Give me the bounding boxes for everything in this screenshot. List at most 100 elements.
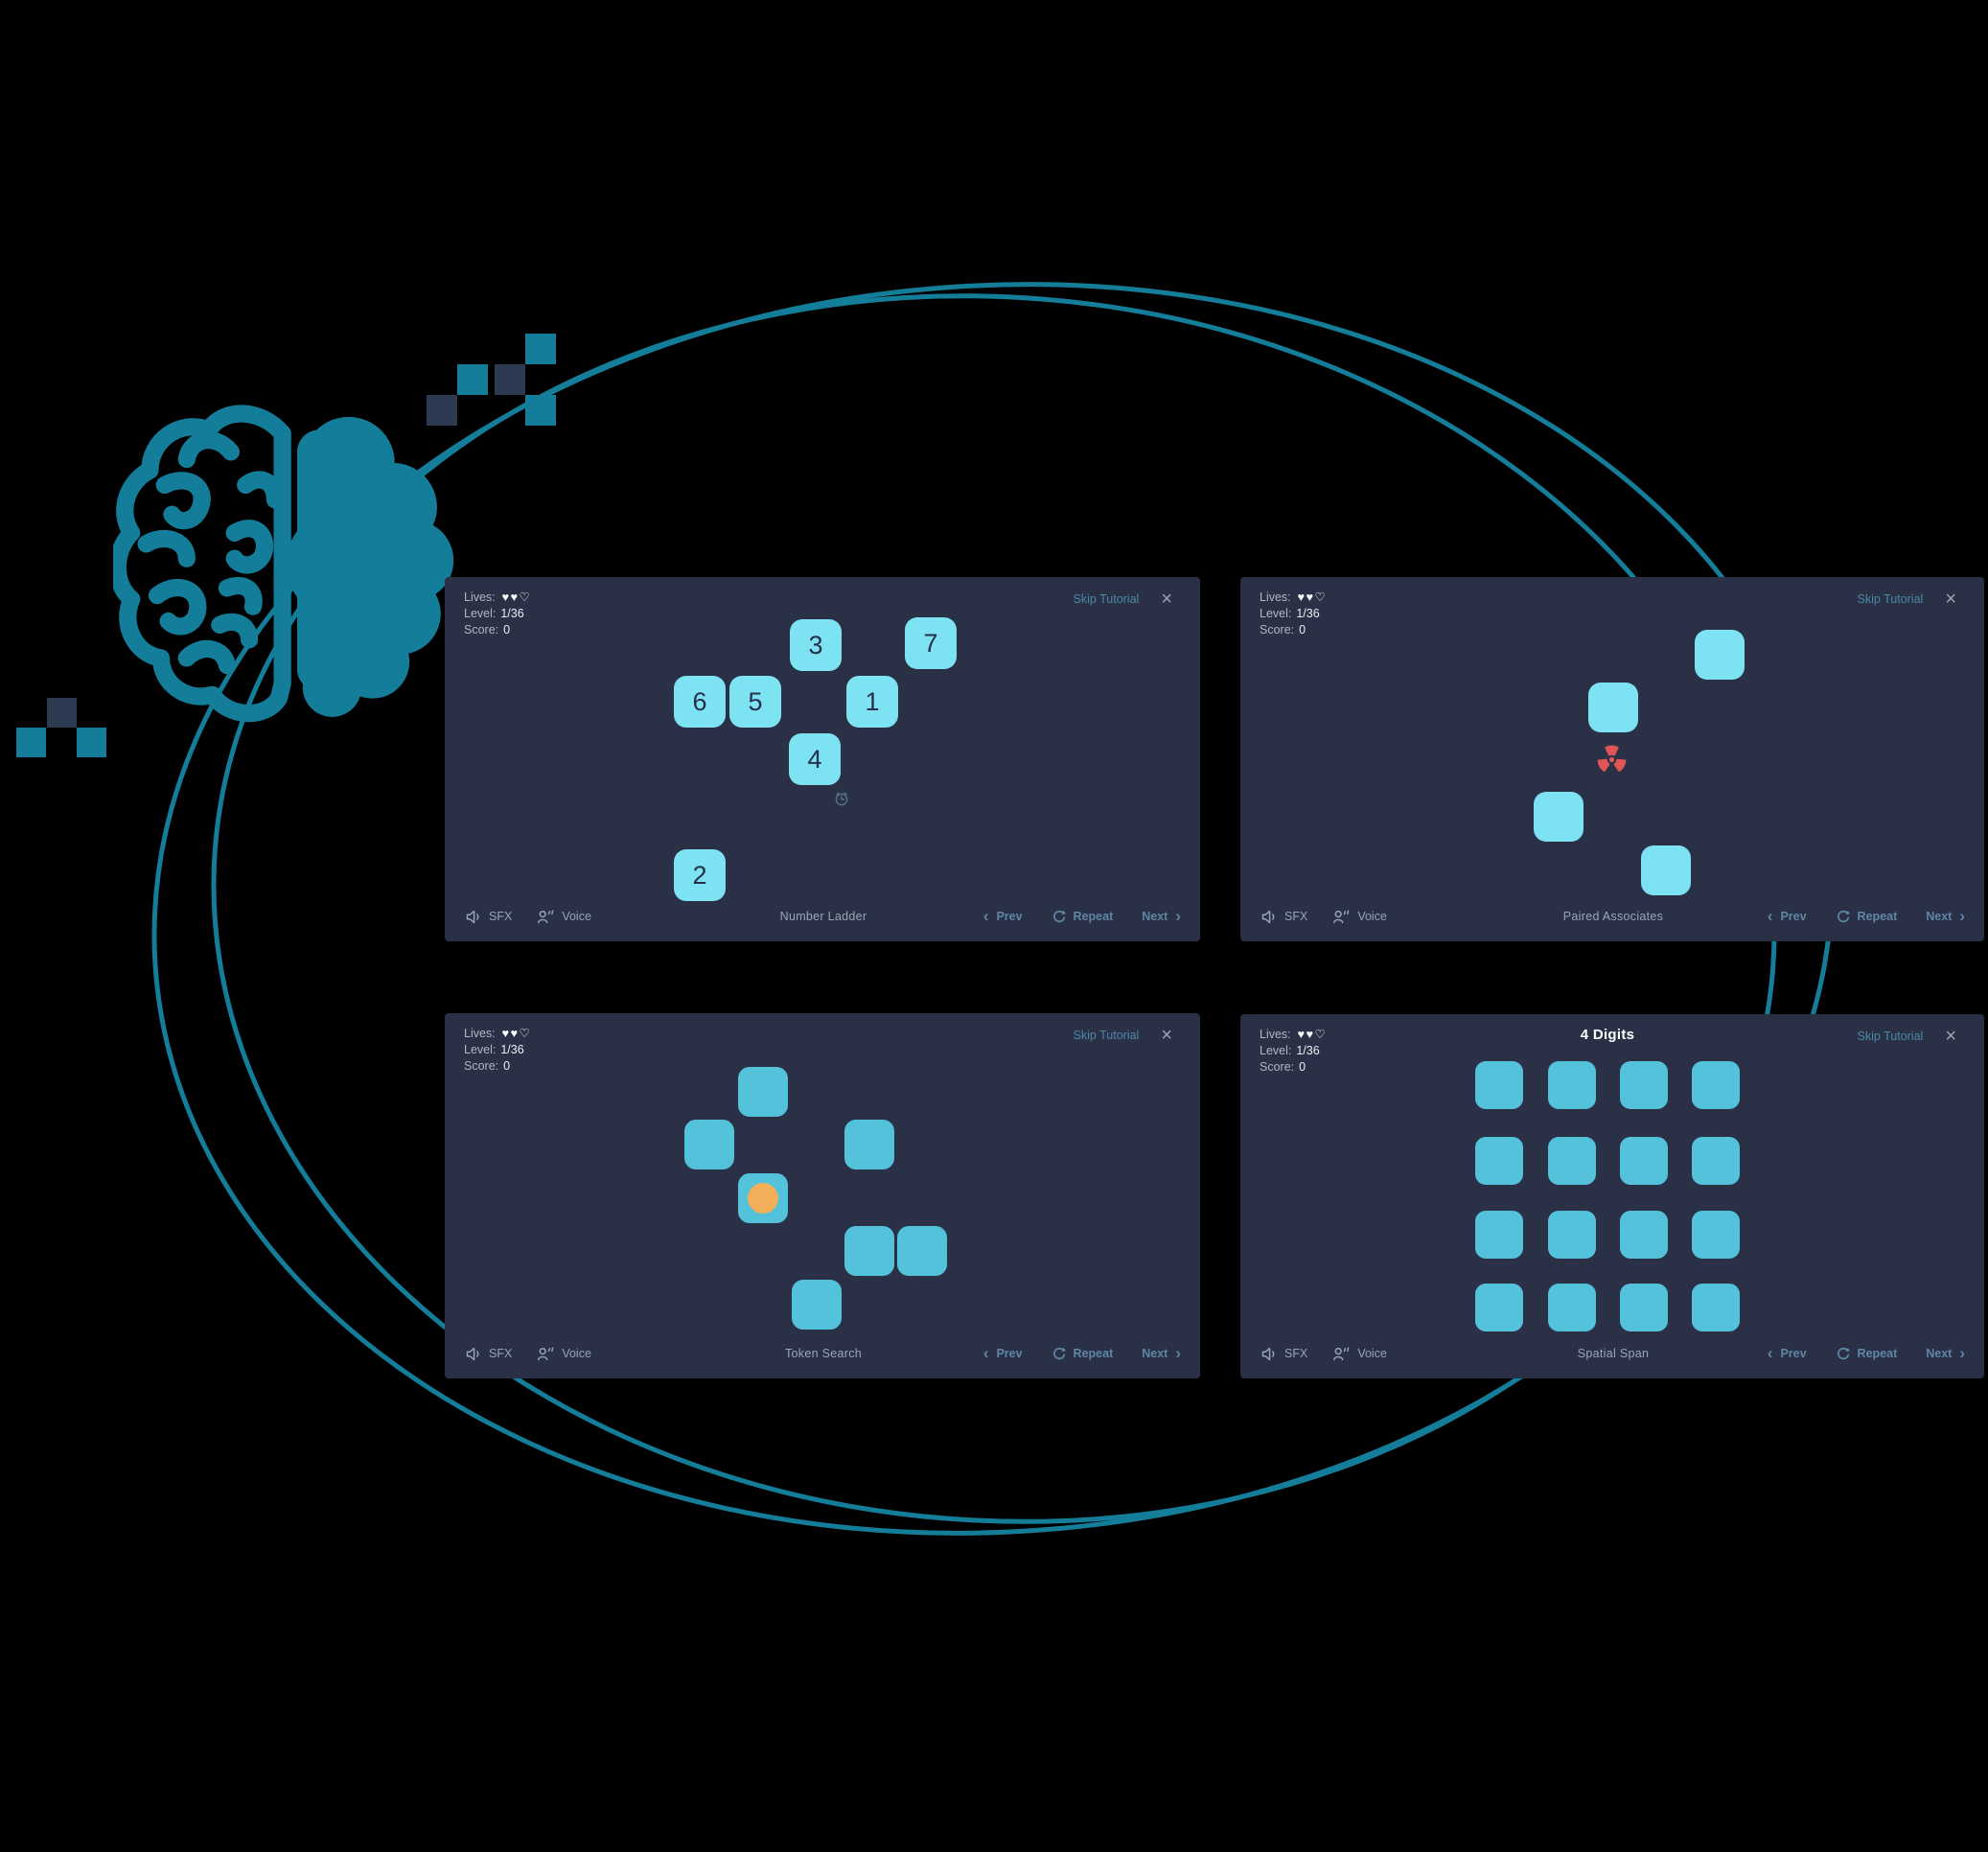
close-icon[interactable]: × [1945,1026,1956,1047]
sfx-toggle[interactable]: SFX [466,910,512,924]
tutorial-nav: ‹ Prev Repeat Next › [1768,906,1965,925]
brain-left-outline [113,405,291,723]
tile[interactable] [1548,1137,1596,1185]
score-label: Score: [1260,1060,1295,1074]
voice-toggle[interactable]: Voice [537,1346,591,1361]
voice-icon [1333,909,1350,923]
voice-toggle[interactable]: Voice [537,909,591,924]
score-row: Score:0 [464,1058,531,1075]
tile[interactable] [1548,1211,1596,1259]
tile[interactable] [1695,630,1745,680]
pixel-square [47,698,77,728]
tile[interactable] [1588,683,1638,732]
speaker-icon [466,910,479,923]
tile[interactable] [1620,1211,1668,1259]
lives-row: Lives:♥♥♡ [1260,590,1327,606]
tile[interactable] [1548,1061,1596,1109]
tile[interactable] [897,1226,947,1276]
sfx-label: SFX [489,1347,513,1360]
level-label: Level: [464,1043,497,1056]
repeat-button[interactable]: Repeat [1836,910,1897,924]
sfx-toggle[interactable]: SFX [466,1347,512,1361]
skip-tutorial-link[interactable]: Skip Tutorial [1857,592,1924,606]
tile[interactable] [1475,1284,1523,1331]
prev-label: Prev [1780,1347,1807,1360]
brain-logo [113,405,454,723]
voice-toggle[interactable]: Voice [1332,909,1387,924]
tile-1[interactable]: 1 [846,676,898,728]
hud-stats: Lives:♥♥♡ Level:1/36 Score:0 [464,590,531,638]
score-value: 0 [1299,623,1306,637]
tile[interactable] [1692,1061,1740,1109]
prev-button[interactable]: ‹ Prev [1768,1345,1807,1361]
tile[interactable] [1475,1211,1523,1259]
audio-controls: SFX Voice [1261,909,1387,924]
repeat-button[interactable]: Repeat [1052,1347,1113,1361]
tile-4[interactable]: 4 [789,733,841,785]
tile[interactable] [1548,1284,1596,1331]
score-row: Score:0 [1260,622,1327,638]
hud-stats: Lives:♥♥♡ Level:1/36 Score:0 [1260,590,1327,638]
panel-footer: SFX Voice Token Search ‹ Prev Repeat Nex… [466,1343,1181,1364]
radiation-icon [1597,745,1627,773]
level-row: Level:1/36 [464,606,531,622]
next-button[interactable]: Next › [1142,1345,1181,1361]
lives-label: Lives: [464,590,496,604]
tile-6[interactable]: 6 [674,676,726,728]
tile[interactable] [1692,1284,1740,1331]
next-button[interactable]: Next › [1926,1345,1965,1361]
sfx-toggle[interactable]: SFX [1261,910,1307,924]
tile[interactable] [792,1280,842,1330]
tile[interactable] [1475,1137,1523,1185]
tile[interactable] [844,1120,894,1169]
close-icon[interactable]: × [1161,1025,1172,1046]
tile[interactable] [684,1120,734,1169]
alarm-clock-icon [835,792,848,806]
voice-label: Voice [562,1347,591,1360]
tile[interactable] [1692,1137,1740,1185]
tutorial-nav: ‹ Prev Repeat Next › [983,908,1181,924]
repeat-button[interactable]: Repeat [1052,910,1113,924]
tile[interactable] [1641,845,1691,895]
tile-2[interactable]: 2 [674,849,726,901]
prev-button[interactable]: ‹ Prev [983,1345,1023,1361]
next-button[interactable]: Next › [1926,906,1965,925]
repeat-button[interactable]: Repeat [1836,1347,1897,1361]
level-label: Level: [1260,607,1292,620]
tile[interactable] [1534,792,1583,842]
prev-button[interactable]: ‹ Prev [1768,908,1807,924]
voice-label: Voice [1357,1347,1387,1360]
panel-footer: SFX Voice Spatial Span ‹ Prev Repeat Nex… [1261,1343,1965,1364]
sfx-toggle[interactable]: SFX [1261,1347,1307,1361]
level-row: Level:1/36 [1260,606,1327,622]
next-button[interactable]: Next › [1142,908,1181,924]
tile[interactable] [1620,1284,1668,1331]
audio-controls: SFX Voice [466,1346,591,1361]
score-value: 0 [503,1059,511,1073]
close-icon[interactable]: × [1945,589,1956,610]
game-title: Token Search [784,1347,863,1360]
header-actions: Skip Tutorial × [1858,577,1956,621]
sfx-label: SFX [489,910,513,923]
pixel-square [457,364,488,395]
voice-toggle[interactable]: Voice [1332,1346,1387,1361]
lives-row: Lives:♥♥♡ [1260,1027,1327,1043]
game-title: Paired Associates [1562,910,1664,923]
skip-tutorial-link[interactable]: Skip Tutorial [1073,1029,1140,1042]
prev-button[interactable]: ‹ Prev [983,908,1023,924]
tile[interactable] [1620,1137,1668,1185]
tile[interactable] [738,1173,788,1223]
tile-5[interactable]: 5 [729,676,781,728]
chevron-right-icon: › [1959,906,1965,925]
skip-tutorial-link[interactable]: Skip Tutorial [1857,1030,1924,1043]
tile[interactable] [738,1067,788,1117]
tile[interactable] [1692,1211,1740,1259]
hud-stats: Lives:♥♥♡ Level:1/36 Score:0 [1260,1027,1327,1076]
close-icon[interactable]: × [1161,589,1172,610]
tile[interactable] [1475,1061,1523,1109]
tile[interactable] [844,1226,894,1276]
tile-7[interactable]: 7 [905,617,957,669]
tile[interactable] [1620,1061,1668,1109]
skip-tutorial-link[interactable]: Skip Tutorial [1073,592,1140,606]
tile-3[interactable]: 3 [790,619,842,671]
